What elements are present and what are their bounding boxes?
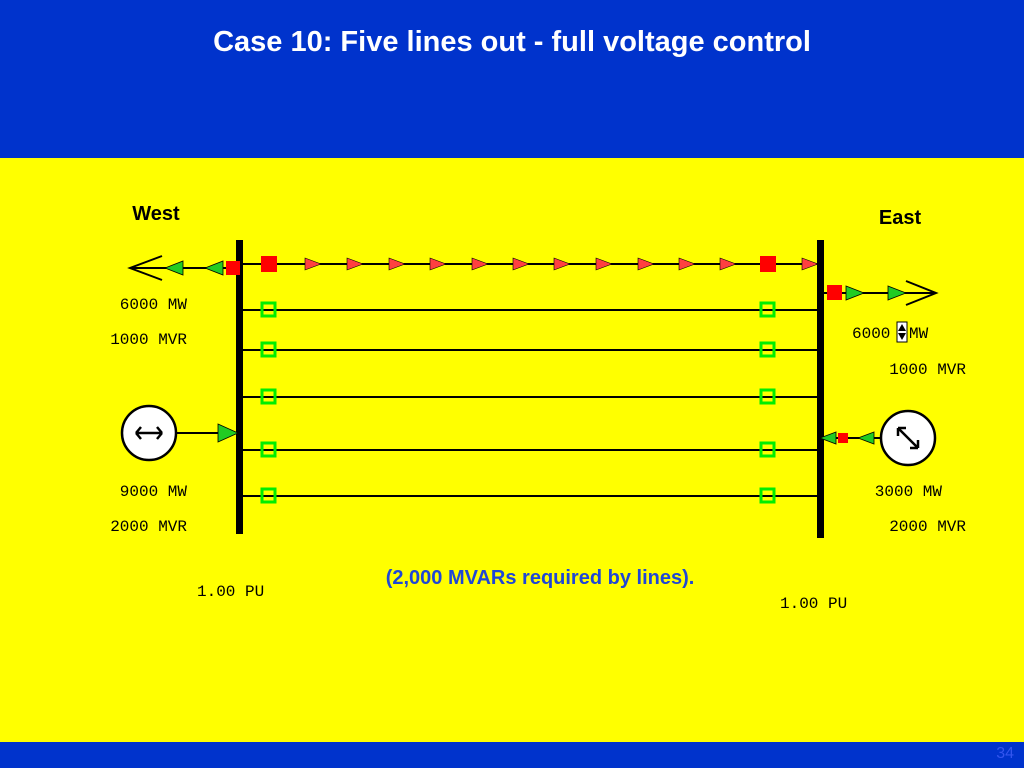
mvar-note: (2,000 MVARs required by lines). (386, 567, 695, 589)
west-gen-flow-arrow-icon (217, 423, 239, 443)
line-flow-arrow-icon (678, 257, 696, 271)
breaker-closed-west-line-1[interactable] (261, 256, 277, 272)
spinner-box (896, 321, 908, 343)
line-flow-arrow-icon (719, 257, 737, 271)
breaker-open-east-line-4[interactable] (759, 388, 776, 405)
west-load-breaker[interactable] (226, 261, 240, 275)
spinner-down-icon[interactable] (898, 333, 906, 340)
breaker-closed-east-line-1[interactable] (760, 256, 776, 272)
line-flow-arrow-icon (512, 257, 530, 271)
footer-bar: 34 (0, 742, 1024, 768)
line-flow-arrow-icon (471, 257, 489, 271)
transmission-lines (240, 263, 820, 497)
east-bus (817, 240, 824, 538)
line-flow-arrow-icon (801, 257, 819, 271)
east-bus-label: East (879, 207, 922, 229)
breaker-open-west-line-3[interactable] (260, 341, 277, 358)
spinner-up-icon[interactable] (898, 324, 906, 331)
line-flow-arrow-icon (346, 257, 364, 271)
east-gen-mw: 3000 MW (875, 483, 943, 501)
west-load-arrowhead-icon (127, 255, 163, 281)
breaker-open-west-line-6[interactable] (260, 487, 277, 504)
west-load-mvr: 1000 MVR (110, 331, 187, 349)
east-gen-breaker[interactable] (838, 433, 848, 443)
west-bus-label: West (132, 203, 180, 225)
west-load-flow-arrow-icon (203, 260, 224, 276)
west-generator-symbol-icon (135, 426, 163, 440)
west-gen-mvr: 2000 MVR (110, 518, 187, 536)
west-load (127, 255, 240, 281)
east-load-mw-value: 6000 (852, 325, 890, 343)
line-flow-arrow-icon (304, 257, 322, 271)
line-flow-arrow-icon (429, 257, 447, 271)
breaker-open-east-line-3[interactable] (759, 341, 776, 358)
breaker-open-east-line-6[interactable] (759, 487, 776, 504)
breaker-open-east-line-5[interactable] (759, 441, 776, 458)
east-load-mw-unit: MW (909, 325, 929, 343)
east-generator-symbol-icon (896, 426, 920, 450)
east-load-arrowhead-icon (905, 280, 939, 306)
line-flow-arrow-icon (637, 257, 655, 271)
breaker-open-west-line-4[interactable] (260, 388, 277, 405)
title-bar: Case 10: Five lines out - full voltage c… (0, 0, 1024, 158)
line-1-flow-arrows (304, 257, 819, 271)
east-generator (818, 409, 937, 467)
east-load-mvr: 1000 MVR (889, 361, 966, 379)
west-load-flow-arrow-icon (163, 260, 184, 276)
west-voltage: 1.00 PU (197, 583, 264, 601)
east-gen-flow-arrow-icon (856, 431, 875, 445)
slide-title: Case 10: Five lines out - full voltage c… (213, 26, 811, 58)
east-gen-mvr: 2000 MVR (889, 518, 966, 536)
breaker-open-east-line-2[interactable] (759, 301, 776, 318)
line-flow-arrow-icon (388, 257, 406, 271)
west-load-mw: 6000 MW (120, 296, 188, 314)
east-load-breaker[interactable] (827, 285, 842, 300)
breakers (260, 256, 776, 504)
east-load-flow-arrow-icon (887, 285, 908, 301)
east-gen-flow-arrow-icon (818, 431, 837, 445)
line-flow-arrow-icon (553, 257, 571, 271)
page-number: 34 (996, 745, 1014, 762)
breaker-open-west-line-2[interactable] (260, 301, 277, 318)
east-load (824, 280, 939, 306)
west-gen-mw: 9000 MW (120, 483, 188, 501)
east-load-flow-arrow-icon (845, 285, 866, 301)
west-generator (120, 404, 239, 462)
east-load-spinner[interactable] (896, 321, 908, 343)
west-bus (236, 240, 243, 534)
line-flow-arrow-icon (595, 257, 613, 271)
breaker-open-west-line-5[interactable] (260, 441, 277, 458)
east-voltage: 1.00 PU (780, 595, 847, 613)
